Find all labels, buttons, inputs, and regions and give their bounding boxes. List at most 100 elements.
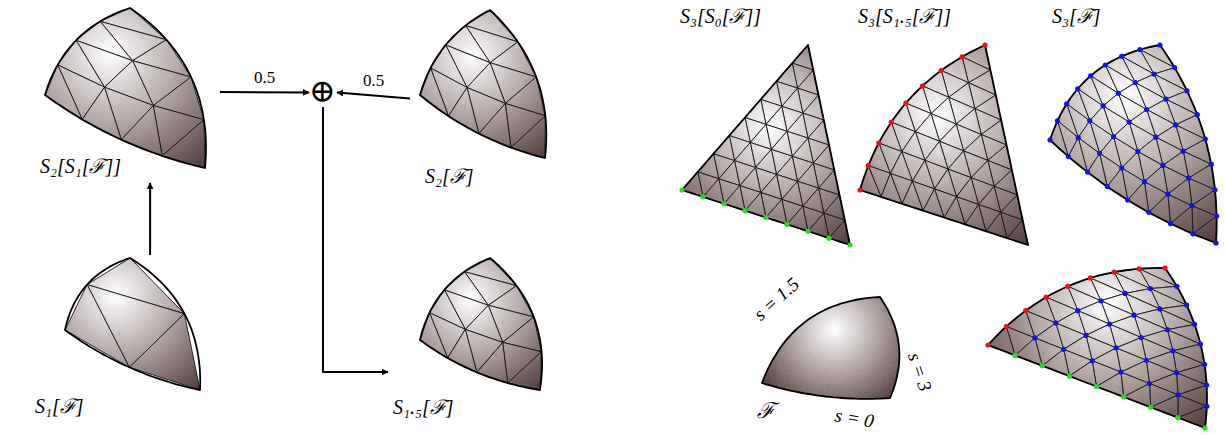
vertex-dot [1105, 184, 1110, 189]
vertex-dot [1160, 163, 1165, 168]
vertex-dot [1144, 358, 1149, 363]
mesh-face [825, 383, 838, 397]
vertex-dot [1142, 179, 1147, 184]
mesh-face [1050, 121, 1068, 157]
mesh-face [838, 383, 852, 397]
vertex-dot [1136, 266, 1141, 271]
vertex-dot [1189, 203, 1194, 208]
vertex-dot [1135, 149, 1140, 154]
mesh-face [866, 374, 882, 386]
vertex-dot [1202, 425, 1207, 430]
mesh [45, 8, 206, 168]
vertex-dot [1195, 112, 1200, 117]
mesh-face [1088, 153, 1108, 186]
vertex-dot [1075, 308, 1080, 313]
vertex-dot [1055, 118, 1060, 123]
surface-node: S₃[S₁.₅[ℱ]] [856, 2, 1034, 250]
vertex-dot [1170, 348, 1175, 353]
vertex-dot [1157, 306, 1162, 311]
vertex-dot [920, 83, 925, 88]
weight-label: 0.5 [361, 72, 386, 91]
vertex-dot [1214, 214, 1219, 219]
vertex-dot [1184, 88, 1189, 93]
vertex-dot [1153, 135, 1158, 140]
mesh-face [449, 88, 479, 134]
mesh-outline [45, 8, 206, 168]
mesh-face [852, 374, 867, 386]
vertex-dot [1147, 381, 1152, 386]
sum-symbol: ⊕ [309, 78, 337, 107]
vertex-dot [1204, 404, 1209, 409]
mesh-face [902, 181, 923, 211]
vertex-dot [1139, 335, 1144, 340]
vertex-dot [1176, 392, 1181, 397]
arrow-connector [220, 91, 309, 94]
vertex-dot [889, 120, 894, 125]
vertex-dot [1184, 302, 1189, 307]
vertex-dot [1174, 284, 1179, 289]
vertex-dot [1023, 308, 1028, 313]
mesh-outline [1050, 45, 1217, 243]
mesh [679, 45, 852, 248]
mesh-outline [860, 45, 1028, 245]
arrow-connector [149, 183, 151, 255]
vertex-dot [1053, 320, 1058, 325]
mesh-outline [988, 268, 1207, 428]
vertex-dot [1066, 154, 1071, 159]
vertex-dot [1013, 353, 1018, 358]
surface-label: S₂[ℱ] [425, 165, 474, 187]
vertex-dot [1204, 382, 1209, 387]
vertex-dot [1119, 165, 1124, 170]
vertex-dot [700, 194, 705, 199]
vertex-dot [903, 101, 908, 106]
surface-node: S₁.₅[ℱ] [388, 255, 553, 425]
vertex-dot [1157, 42, 1162, 47]
vertex-dot [1163, 97, 1168, 102]
vertex-dot [763, 215, 768, 220]
vertex-dot [1075, 86, 1080, 91]
mesh [857, 42, 1028, 245]
vertex-dot [1162, 265, 1167, 270]
vertex-dot [1088, 73, 1093, 78]
vertex-dot [1088, 275, 1093, 280]
vertex-dot [1107, 321, 1112, 326]
mesh-face [45, 65, 82, 120]
vertex-dot [982, 42, 987, 47]
boundary-parameter: s = 0 [833, 405, 875, 432]
vertex-dot [1094, 384, 1099, 389]
vertex-dot [805, 229, 810, 234]
mesh-face [1097, 372, 1124, 397]
vertex-dot [1127, 120, 1132, 125]
vertex-dot [721, 201, 726, 206]
mesh-face [1149, 194, 1171, 223]
surface-label: S₃[S₀[ℱ]] [680, 5, 761, 27]
mesh-face [1068, 138, 1087, 173]
vertex-dot [1213, 240, 1218, 245]
mesh-outline [420, 10, 546, 158]
mesh-face [511, 116, 545, 158]
vertex-dot [959, 54, 964, 59]
vertex-dot [1044, 295, 1049, 300]
surface-label: S₁.₅[ℱ] [393, 396, 453, 418]
mesh-face [851, 385, 866, 399]
surface-node: S₁[ℱ] [30, 255, 210, 425]
vertex-dot [1047, 137, 1052, 142]
vertex-dot [1103, 62, 1108, 67]
mesh-face [1124, 384, 1151, 408]
vertex-dot [1186, 176, 1191, 181]
vertex-dot [1172, 65, 1177, 70]
surface-node: S₂[S₁[ℱ]] [35, 5, 220, 183]
vertex-dot [1209, 162, 1214, 167]
surface-label: S₂[S₁[ℱ]] [40, 155, 121, 177]
vertex-dot [679, 187, 684, 192]
surface-node: S₂[ℱ] [410, 5, 555, 190]
mesh-face [1107, 168, 1127, 200]
vertex-dot [1083, 333, 1088, 338]
vertex-dot [1146, 210, 1151, 215]
mesh-outline [762, 297, 899, 399]
vertex-dot [939, 68, 944, 73]
mesh [985, 265, 1209, 430]
mesh-face [838, 385, 852, 399]
vertex-dot [1192, 322, 1197, 327]
vertex-dot [1087, 118, 1092, 123]
